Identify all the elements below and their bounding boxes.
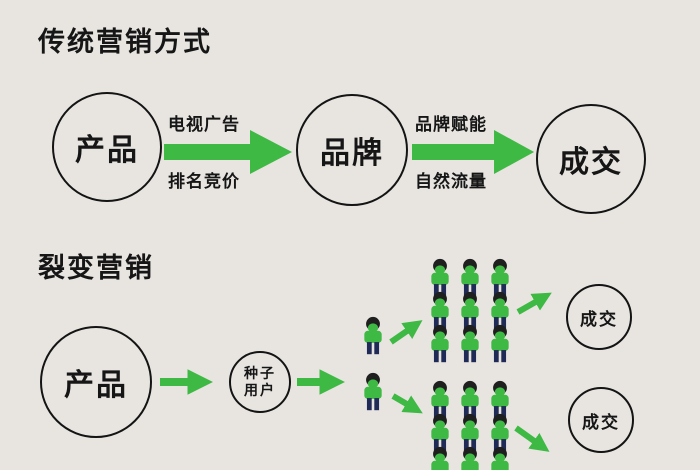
caption-brand-empowerment: 品牌赋能 — [415, 115, 487, 134]
arrow-group-to-deal-top — [516, 292, 552, 315]
node-deal-label: 成交 — [559, 146, 623, 179]
caption-tv-advertising: 电视广告 — [168, 115, 240, 134]
arrow-user-to-group-top — [389, 320, 423, 345]
node-deal-label: 成交 — [582, 412, 620, 432]
seed-user-figure — [360, 372, 390, 411]
block-arrow-right-icon — [412, 130, 535, 174]
node-seed-users: 种子 用户 — [229, 351, 291, 413]
user-group-top — [427, 258, 517, 363]
arrow-group-to-deal-bottom — [514, 425, 550, 452]
caption-organic-traffic: 自然流量 — [415, 172, 487, 191]
person-icon — [491, 324, 509, 363]
person-icon — [364, 316, 382, 355]
person-icon — [491, 446, 509, 470]
section-title-traditional: 传统营销方式 — [38, 27, 212, 57]
caption-ranking-bidding: 排名竞价 — [168, 172, 240, 191]
person-icon — [491, 258, 509, 297]
node-product-fission: 产品 — [40, 326, 152, 438]
person-icon — [461, 380, 479, 419]
seed-user-figure — [360, 316, 390, 355]
person-icon — [461, 413, 479, 452]
node-deal-label: 成交 — [580, 309, 618, 329]
person-icon — [431, 446, 449, 470]
seed-users-label-line2: 用户 — [244, 382, 276, 398]
section-title-fission: 裂变营销 — [38, 253, 154, 283]
person-icon — [461, 258, 479, 297]
person-icon — [364, 372, 382, 411]
person-icon — [431, 258, 449, 297]
arrow-user-to-group-bottom — [391, 393, 423, 414]
node-deal-top: 成交 — [566, 284, 632, 350]
person-icon — [491, 380, 509, 419]
node-deal-traditional: 成交 — [536, 104, 646, 214]
node-brand: 品牌 — [296, 94, 408, 206]
seed-users-label-line1: 种子 — [244, 364, 276, 381]
node-product-label: 产品 — [64, 369, 128, 402]
block-arrow-right-icon — [164, 130, 292, 174]
person-icon — [431, 291, 449, 330]
person-icon — [461, 446, 479, 470]
user-group-bottom — [427, 380, 517, 470]
node-deal-bottom: 成交 — [568, 387, 634, 453]
person-icon — [461, 291, 479, 330]
person-icon — [431, 324, 449, 363]
node-product-traditional: 产品 — [52, 92, 162, 202]
node-brand-label: 品牌 — [320, 137, 384, 170]
person-icon — [431, 380, 449, 419]
person-icon — [491, 413, 509, 452]
node-product-label: 产品 — [75, 134, 139, 167]
person-icon — [431, 413, 449, 452]
person-icon — [491, 291, 509, 330]
person-icon — [461, 324, 479, 363]
